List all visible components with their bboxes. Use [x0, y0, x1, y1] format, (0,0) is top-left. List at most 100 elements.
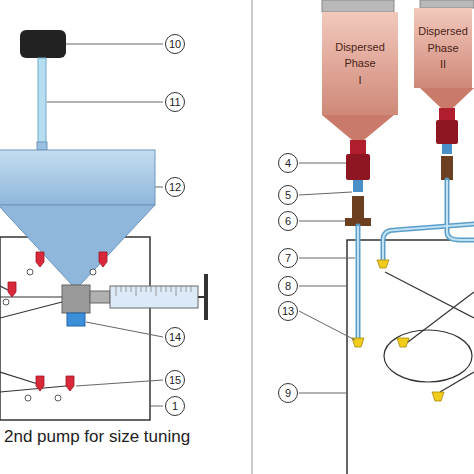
syringe-tick [146, 286, 147, 292]
syringe-tick [136, 286, 137, 296]
reservoir-two [442, 144, 452, 154]
red-pin [8, 282, 16, 297]
syringe-tick [141, 286, 142, 292]
panel-separator [252, 0, 253, 474]
red-pin [27, 269, 33, 275]
callout-number: 7 [278, 248, 298, 268]
leader-line [47, 44, 163, 406]
tube-wire [0, 372, 38, 384]
caption-text: 2nd pump for size tuning [4, 427, 190, 447]
leader-line [150, 406, 163, 407]
callout-number: 8 [278, 276, 298, 296]
leader-line [299, 286, 347, 287]
callout-number: 6 [278, 211, 298, 231]
reservoir-one [322, 0, 394, 12]
panel-separator [252, 0, 253, 474]
callout-number: 1 [165, 396, 185, 416]
tube-wire [0, 296, 62, 297]
reservoir [37, 142, 47, 150]
tube-wire [0, 386, 66, 392]
chip-channel [404, 292, 474, 345]
red-pin [3, 299, 9, 305]
reservoir-label: Dispersed Phase II [414, 23, 472, 73]
callout-number: 15 [165, 370, 185, 390]
leader-line [299, 192, 352, 195]
red-pin [36, 252, 44, 267]
outlet-piece [67, 313, 85, 326]
yellow-connector [352, 260, 444, 401]
syringe-tick [191, 286, 192, 292]
tube-wire [0, 302, 62, 318]
callout-number: 5 [278, 185, 298, 205]
tubing [383, 224, 474, 262]
reservoir-body: Dispersed Phase I [322, 12, 398, 115]
reservoir-two [436, 120, 458, 144]
syringe [110, 286, 198, 308]
tubing-core [357, 226, 359, 338]
callout-number: 4 [278, 153, 298, 173]
callout-number: 13 [278, 301, 298, 321]
red-pin [55, 395, 61, 401]
reservoir-body: Dispersed Phase II [414, 8, 472, 88]
reservoir-two [439, 108, 455, 120]
reservoir-one [322, 115, 394, 140]
yellow-connector [432, 392, 444, 401]
leader-line [299, 163, 346, 164]
tube-wire [0, 286, 66, 392]
callout-number: 11 [165, 92, 185, 112]
red-pin [66, 376, 74, 391]
t-connector [62, 285, 110, 313]
piston-rod [38, 58, 46, 144]
yellow-connector [397, 338, 409, 347]
leader-line [155, 187, 163, 188]
chip-channel [384, 330, 472, 382]
tube-wire [0, 286, 8, 290]
leader-line [299, 258, 355, 259]
callout-number: 9 [278, 383, 298, 403]
reservoir-two [441, 156, 453, 180]
t-connector [62, 285, 90, 313]
reservoir-one [346, 154, 370, 180]
syringe-tick [166, 286, 167, 292]
motor-cap [20, 30, 66, 58]
reservoir-two [420, 0, 474, 8]
leader-line [299, 311, 355, 340]
syringe-tick [186, 286, 187, 292]
chip-plate [347, 240, 474, 474]
red-pin [90, 269, 96, 275]
leader-line [76, 380, 163, 386]
red-pin [99, 252, 107, 267]
syringe-tick [116, 286, 117, 296]
tubing-core [383, 224, 474, 262]
syringe-tick [171, 286, 172, 292]
tubing [447, 180, 474, 240]
reservoir-one [350, 140, 366, 154]
leader-line [86, 322, 163, 337]
reservoir-label: Dispersed Phase I [322, 39, 398, 89]
motor-cap [20, 30, 66, 58]
chip-channel [384, 272, 474, 392]
syringe-tick [151, 286, 152, 292]
syringe-tick [126, 286, 127, 292]
leader-line [66, 44, 163, 45]
yellow-connector [377, 260, 389, 268]
red-pin [36, 376, 44, 391]
reservoir-one [353, 180, 363, 192]
outlet-piece [67, 313, 85, 326]
piston-rod [38, 58, 46, 144]
chip-plate [347, 240, 474, 474]
syringe-tick [176, 286, 177, 296]
reservoir [0, 205, 155, 285]
callout-number: 10 [165, 34, 185, 54]
syringe [110, 274, 208, 320]
t-connector [90, 291, 110, 303]
leader-line [299, 163, 355, 393]
leader-line [299, 221, 345, 222]
syringe-tick [161, 286, 162, 292]
leader-line [299, 393, 347, 394]
syringe-tick [156, 286, 157, 296]
syringe [204, 274, 208, 320]
callout-number: 12 [165, 177, 185, 197]
